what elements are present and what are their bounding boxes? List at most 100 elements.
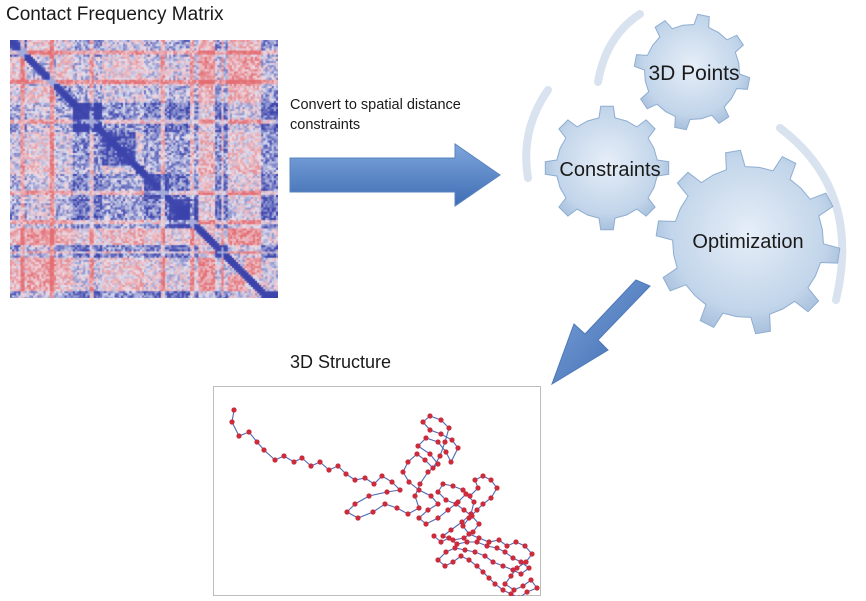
structure-node <box>443 549 449 555</box>
structure-node <box>504 543 510 549</box>
structure-node <box>435 515 441 521</box>
structure-node <box>474 507 480 513</box>
structure-node <box>229 419 235 425</box>
structure-node <box>405 459 411 465</box>
gear-optimization <box>655 149 841 335</box>
structure-node <box>416 515 422 521</box>
gear-label-points: 3D Points <box>648 62 739 85</box>
structure-node <box>420 419 426 425</box>
structure-node <box>446 535 452 541</box>
structure-node <box>449 437 455 443</box>
structure-node <box>406 479 412 485</box>
structure-node <box>335 463 341 469</box>
structure-node <box>522 543 528 549</box>
structure-node <box>471 499 477 505</box>
structure-node <box>308 463 314 469</box>
structure-node <box>261 447 267 453</box>
structure-node <box>466 531 472 537</box>
structure-node <box>492 581 498 587</box>
structure-node <box>352 501 358 507</box>
structure-node <box>343 471 349 477</box>
convert-arrow <box>289 143 501 207</box>
structure-node <box>500 563 506 569</box>
structure-node <box>427 451 433 457</box>
structure-node <box>272 457 278 463</box>
structure-node <box>389 479 395 485</box>
structure-node <box>412 493 418 499</box>
structure-node <box>467 493 473 499</box>
structure-node <box>502 549 508 555</box>
structure-node <box>518 571 524 577</box>
structure-node <box>415 443 421 449</box>
structure-node <box>514 565 520 571</box>
structure-node <box>355 515 361 521</box>
structure-title: 3D Structure <box>290 352 392 372</box>
structure-node <box>254 439 260 445</box>
structure-node <box>427 413 433 419</box>
structure-node <box>435 557 441 563</box>
structure-node <box>435 461 441 467</box>
structure-node <box>414 451 420 457</box>
structure-node <box>446 425 452 431</box>
structure-plot <box>213 386 541 596</box>
structure-node <box>371 481 377 487</box>
structure-node <box>475 485 481 491</box>
structure-node <box>428 493 434 499</box>
structure-node <box>423 435 429 441</box>
structure-node <box>464 539 470 545</box>
structure-node <box>425 469 431 475</box>
structure-node <box>517 595 521 596</box>
structure-node <box>246 429 252 435</box>
structure-node <box>511 587 517 593</box>
structure-node <box>486 575 492 581</box>
structure-node <box>440 533 446 539</box>
structure-node <box>352 477 358 483</box>
structure-node <box>480 569 486 575</box>
structure-node <box>461 507 467 513</box>
structure-node <box>430 465 436 471</box>
structure-node <box>382 501 388 507</box>
down-arrow <box>551 279 651 386</box>
structure-node <box>494 485 500 491</box>
structure-node <box>416 505 422 511</box>
structure-node <box>534 585 540 591</box>
structure-node <box>510 567 516 573</box>
structure-node <box>466 557 472 563</box>
cycle-arc-top <box>594 10 644 86</box>
structure-node <box>443 497 449 503</box>
structure-node <box>435 501 441 507</box>
structure-node <box>474 539 480 545</box>
structure-node <box>494 545 500 551</box>
structure-node <box>528 577 534 583</box>
structure-node <box>370 509 376 515</box>
structure-node <box>442 439 448 445</box>
structure-node <box>438 417 444 423</box>
structure-node <box>405 511 411 517</box>
structure-node <box>231 407 237 413</box>
gear-points <box>633 13 751 131</box>
structure-node <box>476 535 482 541</box>
structure-node <box>443 449 449 455</box>
structure-node <box>450 537 456 543</box>
structure-node <box>417 481 423 487</box>
structure-node <box>299 455 305 461</box>
structure-node <box>454 541 460 547</box>
cycle-arc-right <box>776 124 847 304</box>
structure-node <box>460 523 466 529</box>
structure-node <box>448 459 454 465</box>
structure-node <box>438 431 444 437</box>
structure-node <box>455 445 461 451</box>
structure-node <box>281 453 287 459</box>
structure-node <box>291 459 297 465</box>
structure-node <box>397 487 403 493</box>
structure-node <box>400 469 406 475</box>
structure-node <box>472 549 478 555</box>
structure-node <box>488 495 494 501</box>
structure-node <box>520 583 526 589</box>
structure-node <box>518 559 524 565</box>
structure-node <box>317 459 323 465</box>
contact-frequency-heatmap <box>10 40 278 298</box>
matrix-title: Contact Frequency Matrix <box>6 4 224 25</box>
structure-node <box>442 563 448 569</box>
